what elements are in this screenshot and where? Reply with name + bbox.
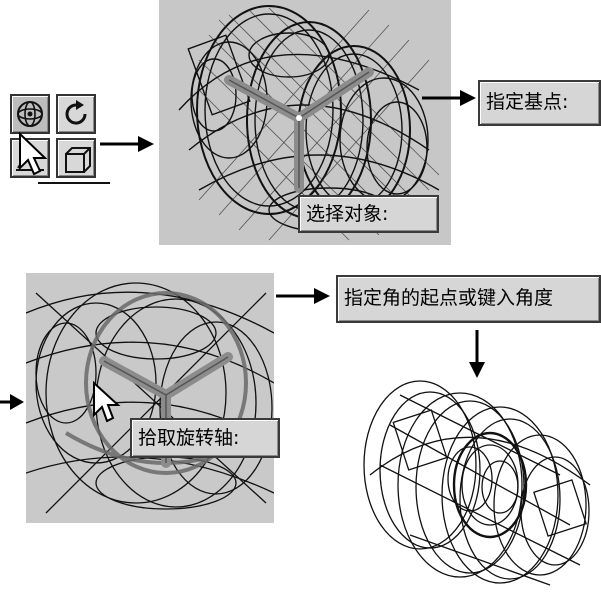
rotate-icon <box>65 100 87 125</box>
prompt-select-objects: 选择对象: <box>298 195 439 233</box>
arrow-right-icon <box>0 394 24 410</box>
rotate-button[interactable] <box>56 94 96 134</box>
rotate3d-button[interactable] <box>10 94 50 134</box>
prompt-specify-base-point: 指定基点: <box>478 80 601 126</box>
arrow-down-icon <box>469 330 485 378</box>
toolbar <box>8 90 112 186</box>
toolbar-underline <box>38 182 110 184</box>
mouse-cursor-icon <box>93 381 121 423</box>
rotate3d-icon <box>17 101 43 127</box>
arrow-right-icon <box>100 136 154 152</box>
viewport-pick-rotation-axis[interactable] <box>26 273 274 523</box>
wireframe-model-result <box>363 380 591 586</box>
prompt-specify-angle-start: 指定角的起点或键入角度 <box>336 275 601 323</box>
mouse-cursor-icon <box>19 132 48 176</box>
box-icon <box>65 147 91 173</box>
viewport-select-objects[interactable] <box>159 0 451 245</box>
arrow-right-icon <box>422 90 476 106</box>
box-button[interactable] <box>56 138 96 178</box>
arrow-right-icon <box>276 288 330 304</box>
prompt-pick-rotation-axis: 拾取旋转轴: <box>130 418 280 458</box>
wireframe-model-rotation <box>26 282 274 514</box>
